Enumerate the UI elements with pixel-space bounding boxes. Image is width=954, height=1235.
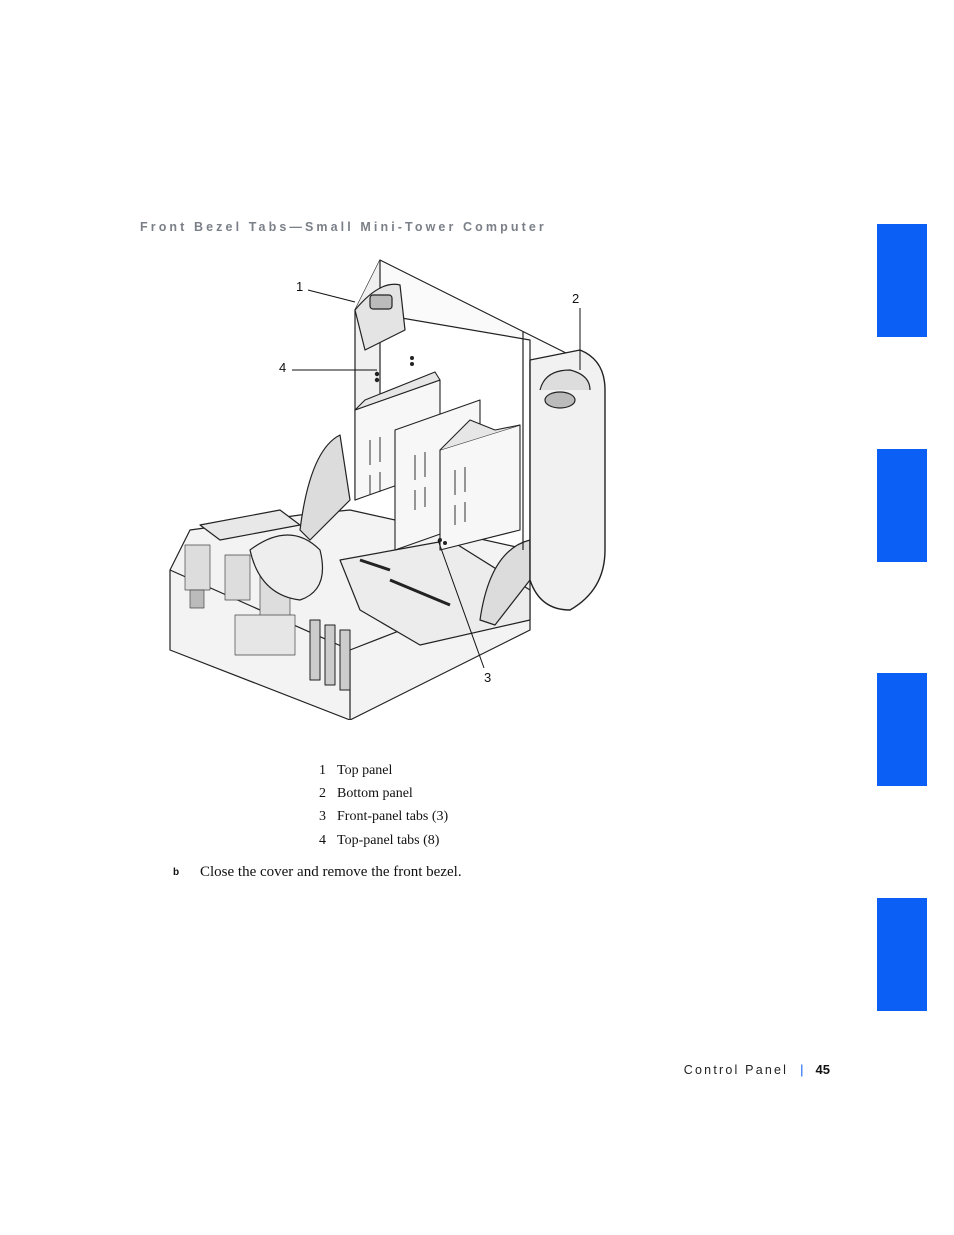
legend-number: 3 bbox=[319, 809, 326, 825]
legend-item: 3 Front-panel tabs (3) bbox=[319, 806, 448, 829]
footer-separator: | bbox=[800, 1062, 804, 1077]
step-marker: b bbox=[173, 867, 180, 878]
legend-label: Bottom panel bbox=[337, 785, 413, 801]
step-text: Close the cover and remove the front bez… bbox=[200, 864, 462, 880]
legend-number: 4 bbox=[319, 832, 326, 848]
legend-item: 2 Bottom panel bbox=[319, 782, 448, 805]
callout-number: 4 bbox=[279, 360, 287, 375]
legend-number: 2 bbox=[319, 785, 326, 801]
chapter-tab[interactable] bbox=[877, 673, 927, 786]
callout-number: 3 bbox=[484, 670, 492, 685]
legend-item: 4 Top-panel tabs (8) bbox=[319, 829, 448, 852]
figure-legend: 1 Top panel 2 Bottom panel 3 Front-panel… bbox=[319, 759, 448, 852]
section-heading: Front Bezel Tabs—Small Mini-Tower Comput… bbox=[140, 220, 547, 234]
chapter-tab[interactable] bbox=[877, 898, 927, 1011]
callout-number: 2 bbox=[572, 291, 580, 306]
chapter-tab[interactable] bbox=[877, 224, 927, 337]
chapter-tab[interactable] bbox=[877, 449, 927, 562]
legend-label: Top-panel tabs (8) bbox=[337, 832, 440, 848]
instruction-step: b Close the cover and remove the front b… bbox=[173, 864, 462, 881]
legend-number: 1 bbox=[319, 762, 326, 778]
callout-number: 1 bbox=[296, 279, 304, 294]
legend-label: Front-panel tabs (3) bbox=[337, 809, 449, 825]
legend-label: Top panel bbox=[337, 762, 393, 778]
page-number: 45 bbox=[815, 1062, 830, 1077]
legend-item: 1 Top panel bbox=[319, 759, 448, 782]
page-footer: Control Panel | 45 bbox=[684, 1062, 830, 1077]
computer-illustration bbox=[150, 250, 630, 720]
footer-section-title: Control Panel bbox=[683, 1062, 789, 1077]
